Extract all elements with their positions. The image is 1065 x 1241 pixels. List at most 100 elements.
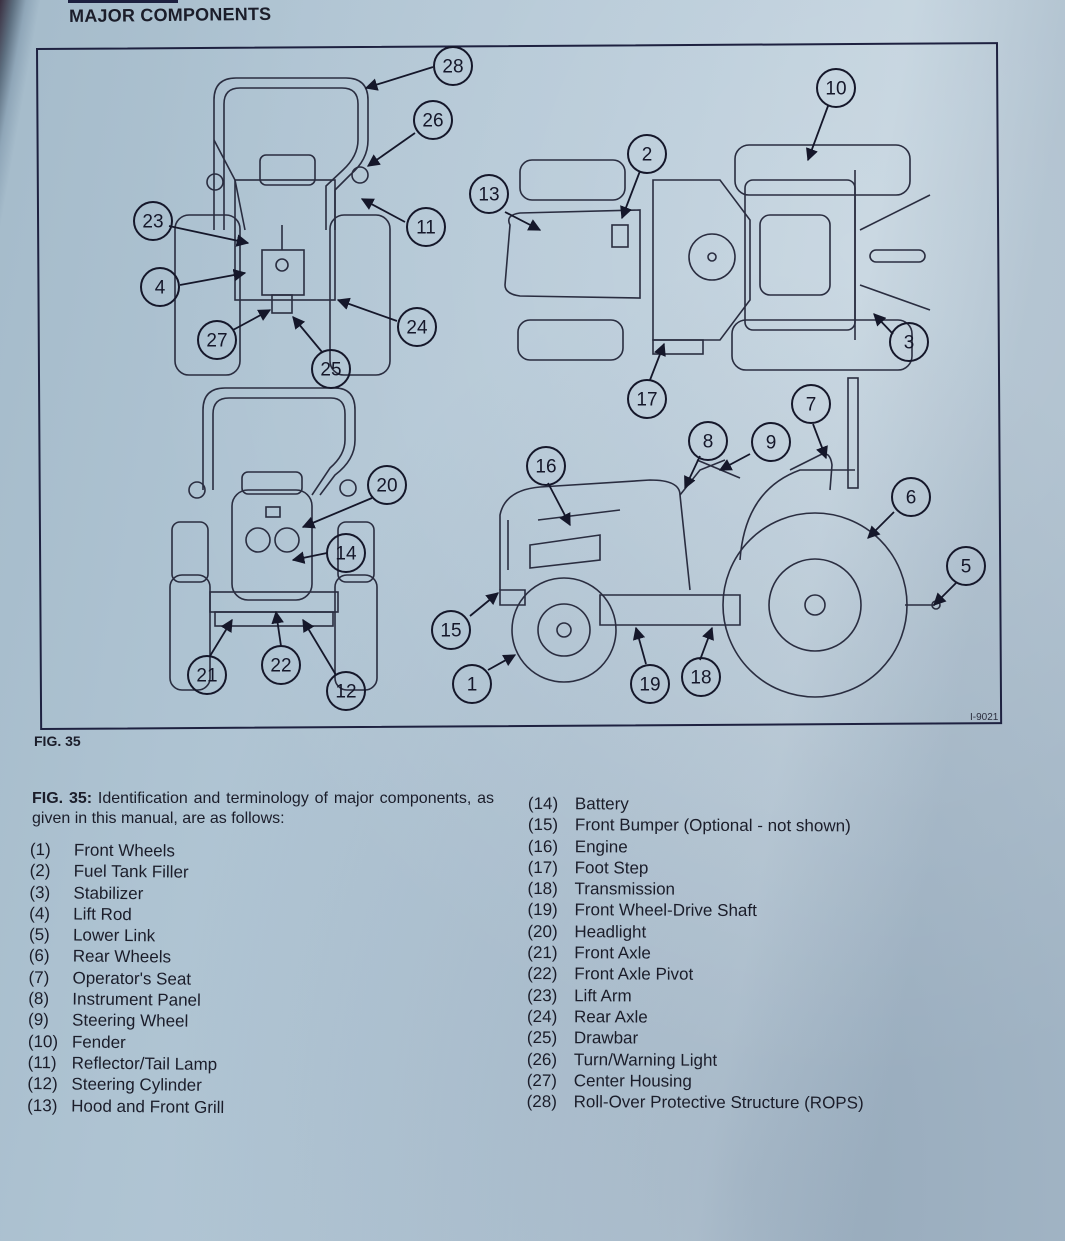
callout-leaders (168, 66, 958, 676)
list-item: (22)Front Axle Pivot (527, 964, 694, 985)
callout-number: 16 (535, 457, 556, 478)
list-item: (18)Transmission (527, 879, 676, 899)
callout-circle (326, 533, 366, 573)
callout-17: 17 (627, 379, 667, 419)
callout-26: 26 (413, 100, 453, 140)
callout-number: 8 (703, 432, 714, 453)
list-item: (15)Front Bumper (Optional - not shown) (527, 815, 851, 836)
callout-28: 28 (433, 46, 473, 86)
figure-code: I-9021 (970, 712, 999, 723)
callout-circle (627, 134, 667, 174)
callout-number: 22 (270, 656, 291, 677)
callout-circle (261, 645, 301, 685)
list-item: (20)Headlight (527, 921, 647, 942)
callout-number: 18 (690, 668, 711, 689)
callout-number: 15 (440, 621, 461, 642)
list-item: (7)Operator's Seat (28, 967, 192, 989)
callout-number: 23 (142, 212, 163, 233)
callout-circle (311, 349, 351, 389)
callout-circle (791, 384, 831, 424)
callout-16: 16 (526, 446, 566, 486)
callout-7: 7 (791, 384, 831, 424)
callout-number: 21 (196, 666, 217, 687)
callout-circle (627, 379, 667, 419)
callout-circle (197, 320, 237, 360)
front-view (169, 387, 378, 691)
component-list-left: (1)Front Wheels (2)Fuel Tank Filler (3)S… (27, 839, 227, 1118)
caption-lead: FIG. 35: (32, 790, 93, 807)
callout-9: 9 (751, 422, 791, 462)
callout-25: 25 (311, 349, 351, 389)
list-item: (13)Hood and Front Grill (27, 1095, 225, 1117)
callout-circle (187, 655, 227, 695)
callout-27: 27 (197, 320, 237, 360)
callout-circle (891, 477, 931, 517)
list-item: (1)Front Wheels (29, 839, 176, 861)
callout-circle (431, 610, 471, 650)
callout-number: 26 (422, 111, 443, 132)
callout-circle (406, 207, 446, 247)
callout-number: 12 (335, 682, 356, 703)
callout-number: 11 (416, 218, 436, 239)
callout-21: 21 (187, 655, 227, 695)
list-item: (12)Steering Cylinder (27, 1074, 202, 1096)
callout-number: 27 (206, 331, 227, 352)
callout-1: 1 (452, 664, 492, 704)
figure-label: FIG. 35 (34, 733, 81, 749)
header-rule (68, 0, 178, 3)
callout-circle (452, 664, 492, 704)
callout-14: 14 (326, 533, 366, 573)
callout-6: 6 (891, 477, 931, 517)
list-item: (26)Turn/Warning Light (526, 1049, 718, 1070)
list-item: (17)Foot Step (527, 857, 649, 878)
list-item: (23)Lift Arm (527, 985, 632, 1006)
callout-22: 22 (261, 645, 301, 685)
callout-number: 10 (825, 79, 846, 100)
callout-number: 25 (320, 360, 341, 381)
figure-caption: FIG. 35: Identification and terminology … (32, 789, 494, 829)
callout-18: 18 (681, 657, 721, 697)
callout-number: 4 (155, 278, 166, 299)
list-item: (9)Steering Wheel (28, 1010, 189, 1032)
list-item: (4)Lift Rod (29, 903, 132, 924)
callout-circle (946, 546, 986, 586)
callout-10: 10 (816, 68, 856, 108)
rear-view (174, 77, 391, 376)
list-item: (27)Center Housing (526, 1070, 692, 1091)
callout-number: 13 (478, 185, 499, 206)
callout-13: 13 (469, 174, 509, 214)
callout-circle (816, 68, 856, 108)
callout-number: 2 (642, 145, 653, 166)
list-item: (3)Stabilizer (29, 882, 144, 903)
callout-number: 28 (442, 57, 463, 78)
callout-circle (397, 307, 437, 347)
callout-circle (413, 100, 453, 140)
list-item: (16)Engine (527, 836, 628, 857)
list-item: (21)Front Axle (527, 943, 651, 963)
callout-number: 14 (335, 544, 357, 565)
callout-circle (889, 322, 929, 362)
list-item: (11)Reflector/Tail Lamp (27, 1052, 218, 1074)
list-item: (14)Battery (527, 794, 629, 814)
callout-8: 8 (688, 421, 728, 461)
callout-circle (326, 671, 366, 711)
callout-number: 9 (766, 433, 777, 454)
callout-23: 23 (133, 201, 173, 241)
callout-3: 3 (889, 322, 929, 362)
callout-11: 11 (406, 207, 446, 247)
callout-circle (630, 664, 670, 704)
callout-circle (681, 657, 721, 697)
list-item: (8)Instrument Panel (28, 989, 201, 1010)
callout-circle (367, 465, 407, 505)
list-item: (2)Fuel Tank Filler (29, 861, 189, 882)
callout-19: 19 (630, 664, 670, 704)
callout-12: 12 (326, 671, 366, 711)
list-item: (24)Rear Axle (526, 1006, 648, 1027)
list-item: (5)Lower Link (28, 925, 156, 946)
callout-circle (526, 446, 566, 486)
callout-number: 17 (636, 390, 657, 411)
list-item: (10)Fender (27, 1031, 126, 1052)
callout-4: 4 (140, 267, 180, 307)
